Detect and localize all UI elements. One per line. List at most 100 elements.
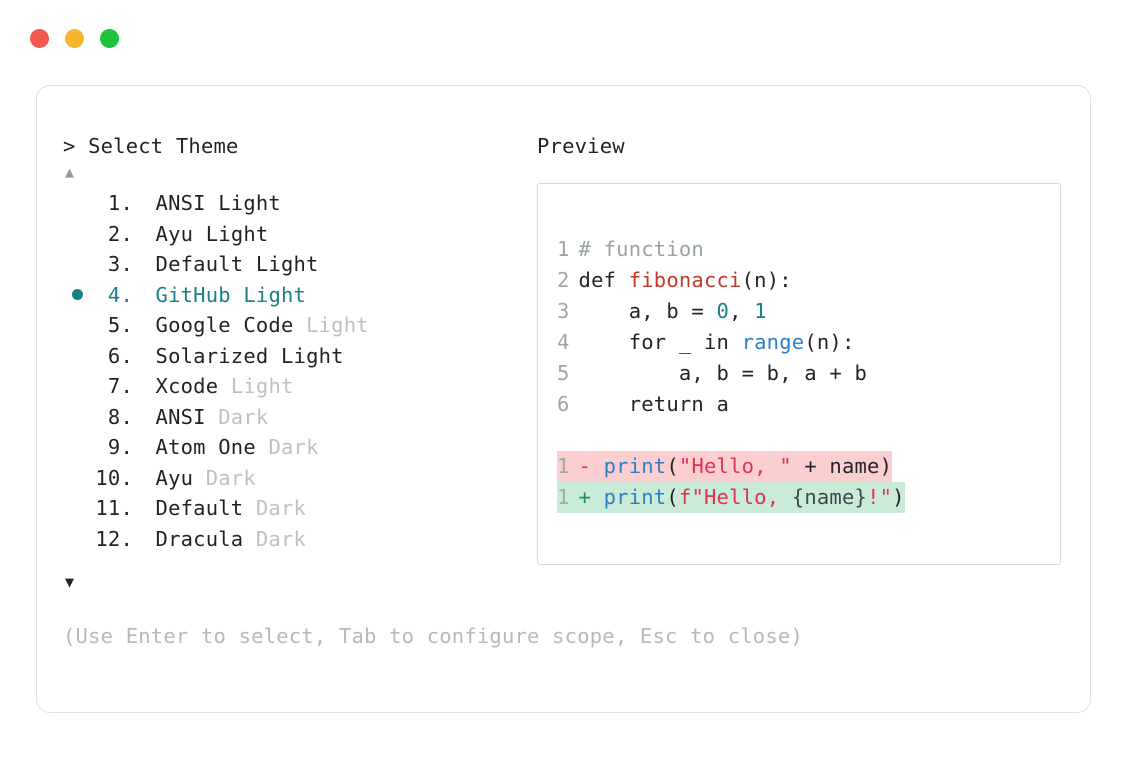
theme-item-spacer [133, 249, 156, 280]
theme-item-space [256, 432, 269, 463]
diff-line-add: 1+ print(f"Hello, {name}!") [557, 482, 905, 513]
theme-item-name: Ayu [155, 221, 194, 246]
theme-item-space [243, 493, 256, 524]
code-token: (n): [804, 330, 855, 354]
code-token: (n): [741, 268, 792, 292]
code-line: 3 a, b = 0, 1 [557, 296, 767, 327]
scroll-up-icon[interactable]: ▲ [65, 163, 75, 181]
theme-item-index: 5. [107, 313, 133, 337]
theme-list-item[interactable]: 7. Xcode Light [63, 371, 533, 402]
theme-list-item[interactable]: 12. Dracula Dark [63, 524, 533, 555]
theme-list-item[interactable]: 5. Google Code Light [63, 310, 533, 341]
line-number: 2 [557, 268, 570, 292]
diff-line-del: 1- print("Hello, " + name) [557, 451, 893, 482]
code-token: for _ in [578, 330, 742, 354]
line-number: 1 [557, 237, 570, 261]
theme-list-item[interactable]: 6. Solarized Light [63, 341, 533, 372]
theme-item-spacer [133, 432, 156, 463]
theme-item-variant: Light [255, 252, 319, 276]
theme-list-item[interactable]: 1. ANSI Light [63, 188, 533, 219]
code-line: 4 for _ in range(n): [557, 327, 854, 358]
theme-item-spacer [133, 188, 156, 219]
theme-item-spacer [133, 280, 156, 311]
theme-item-variant: Light [218, 191, 281, 215]
window-traffic-lights [30, 29, 119, 48]
theme-list-item[interactable]: 10. Ayu Dark [63, 463, 533, 494]
selection-bullet-slot [63, 402, 91, 433]
minimize-icon[interactable] [65, 29, 84, 48]
code-token: a, b = b, a + b [578, 361, 868, 385]
code-token: ( [666, 454, 679, 478]
theme-item-variant: Dark [255, 496, 307, 520]
code-token: + name) [791, 454, 893, 478]
line-number: 1 [557, 454, 570, 478]
theme-item-name: Atom One [155, 435, 256, 459]
code-token: def [578, 268, 629, 292]
theme-item-index: 9. [107, 435, 133, 459]
theme-item-space [231, 280, 244, 311]
theme-item-index: 1. [107, 191, 133, 215]
theme-item-variant: Light [243, 282, 307, 307]
code-token: 0 [716, 299, 730, 323]
page-title: > Select Theme [63, 134, 239, 158]
scroll-down-icon[interactable]: ▼ [65, 573, 75, 591]
selection-bullet-slot [63, 188, 91, 219]
theme-item-space [193, 463, 206, 494]
code-token: ) [892, 485, 905, 509]
code-token: # function [578, 237, 704, 261]
theme-item-space [206, 188, 219, 219]
theme-item-index: 11. [95, 496, 133, 520]
code-token: {name} [791, 485, 868, 509]
theme-item-spacer [133, 219, 156, 250]
selection-bullet-slot [63, 371, 91, 402]
theme-item-spacer [133, 524, 156, 555]
line-number: 1 [557, 485, 570, 509]
theme-list-item[interactable]: 8. ANSI Dark [63, 402, 533, 433]
theme-item-spacer [133, 463, 156, 494]
line-number: 5 [557, 361, 570, 385]
theme-item-name: Xcode [155, 374, 219, 398]
selection-bullet-slot [63, 280, 91, 311]
code-token: print [603, 485, 667, 509]
line-number: 6 [557, 392, 570, 416]
theme-item-variant: Light [280, 343, 344, 368]
theme-list-item[interactable]: 3. Default Light [63, 249, 533, 280]
selection-bullet-slot [63, 432, 91, 463]
theme-item-variant: Dark [218, 404, 269, 429]
code-token: range [741, 330, 805, 354]
theme-item-space [218, 371, 231, 402]
theme-item-variant: Light [205, 221, 269, 246]
theme-item-space [243, 524, 256, 555]
theme-item-variant: Light [230, 374, 294, 398]
code-token: a, b = [578, 299, 717, 323]
selection-bullet-slot [63, 310, 91, 341]
theme-list-item[interactable]: 9. Atom One Dark [63, 432, 533, 463]
theme-item-space [294, 310, 307, 341]
theme-item-index: 6. [107, 343, 133, 368]
theme-item-space [268, 341, 281, 372]
code-token: ( [666, 485, 679, 509]
close-icon[interactable] [30, 29, 49, 48]
theme-item-index: 3. [107, 252, 133, 276]
code-token: "Hello, " [678, 454, 792, 478]
diff-marker-add: + [578, 485, 604, 509]
selected-bullet-icon [71, 289, 83, 301]
maximize-icon[interactable] [100, 29, 119, 48]
theme-item-name: Default [155, 252, 244, 276]
theme-item-index: 8. [107, 404, 133, 429]
selection-bullet-slot [63, 219, 91, 250]
theme-list-item[interactable]: 11. Default Dark [63, 493, 533, 524]
theme-item-space [206, 402, 219, 433]
theme-item-index: 10. [95, 465, 133, 490]
theme-item-spacer [133, 371, 156, 402]
theme-list-item[interactable]: 4. GitHub Light [63, 280, 533, 311]
theme-item-name: Google Code [155, 313, 294, 337]
code-token: , [729, 299, 755, 323]
theme-list-item[interactable]: 2. Ayu Light [63, 219, 533, 250]
keyboard-hint: (Use Enter to select, Tab to configure s… [63, 624, 803, 648]
